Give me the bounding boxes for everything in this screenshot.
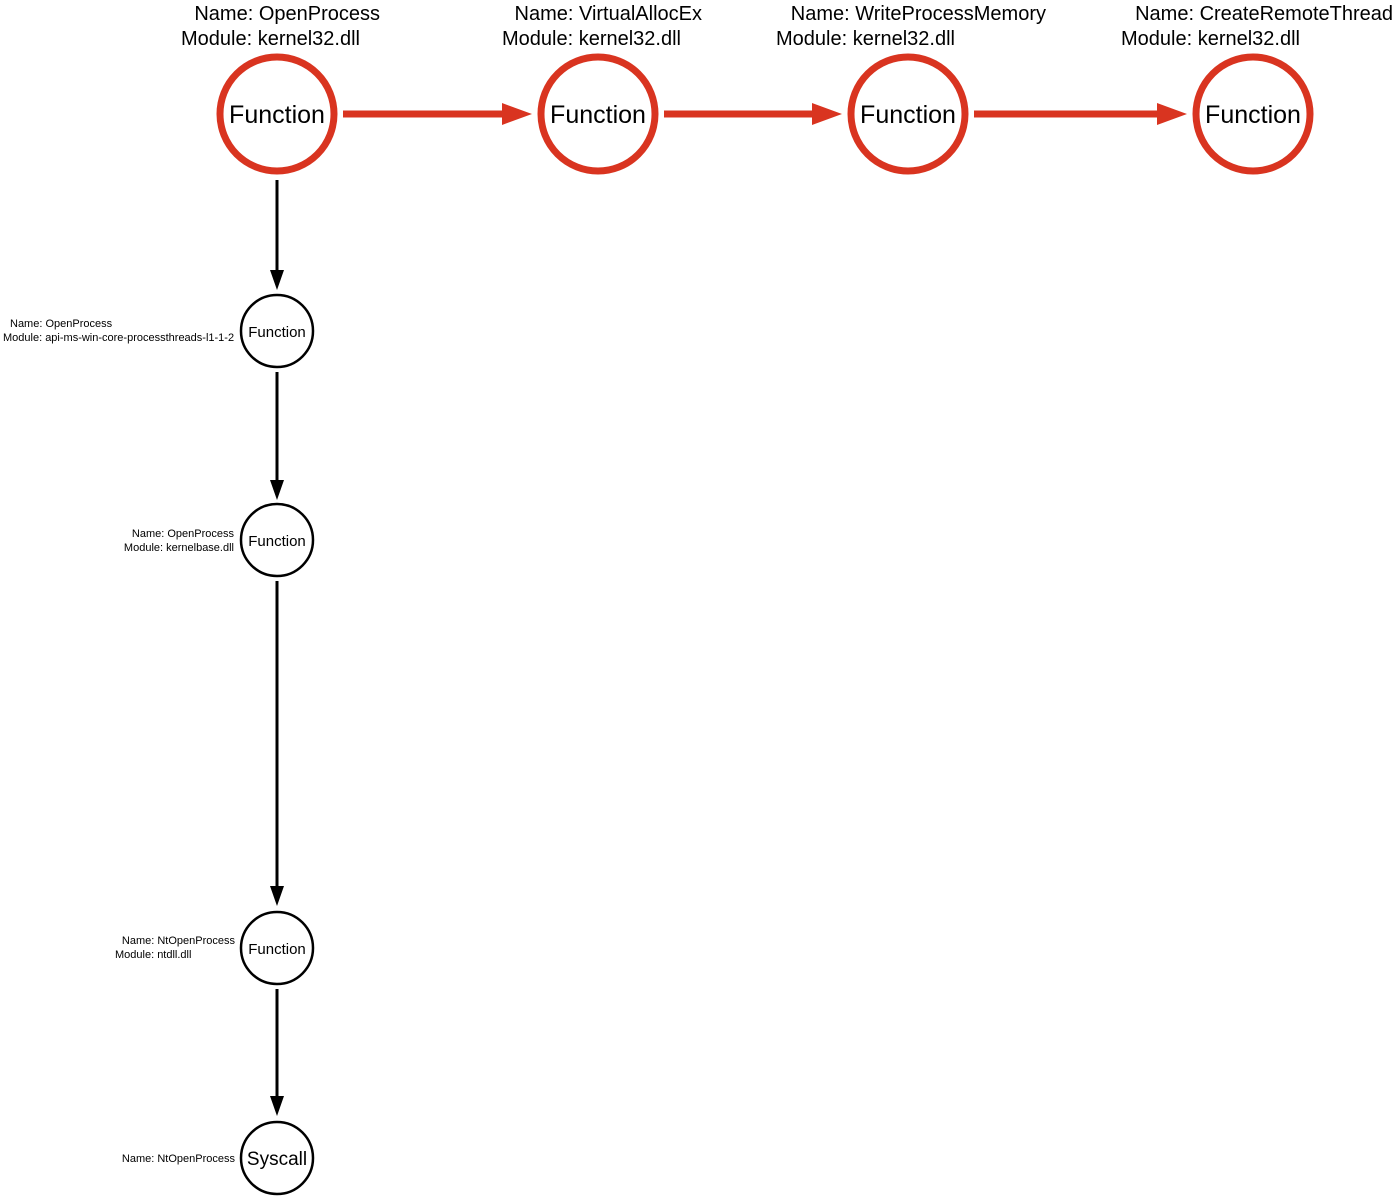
node-circle: [216, 53, 338, 175]
node-ntopenprocess-syscall: Syscall Name: NtOpenProcess: [122, 1120, 315, 1196]
edge-kernel32-to-apiset: [270, 180, 284, 290]
edge-virtualallocex-to-writeprocessmemory: [664, 103, 842, 125]
node-writeprocessmemory-kernel32: Function Name: WriteProcessMemory Module…: [776, 3, 1046, 175]
node-type-label: Syscall: [247, 1149, 307, 1170]
node-circle: [239, 910, 315, 986]
node-name-label: Name: OpenProcess: [10, 318, 113, 330]
node-name-label: Name: OpenProcess: [132, 528, 235, 540]
node-type-label: Function: [550, 101, 646, 129]
node-type-label: Function: [229, 101, 325, 129]
node-circle: [847, 53, 969, 175]
node-name-label: Name: OpenProcess: [194, 3, 380, 25]
node-module-label: Module: kernel32.dll: [1121, 28, 1300, 50]
node-circle: [1192, 53, 1314, 175]
node-ntopenprocess-ntdll: Function Name: NtOpenProcess Module: ntd…: [115, 910, 315, 986]
node-type-label: Function: [860, 101, 956, 129]
node-name-label: Name: WriteProcessMemory: [791, 3, 1046, 25]
node-module-label: Module: kernelbase.dll: [124, 542, 234, 554]
node-name-label: Name: VirtualAllocEx: [515, 3, 702, 25]
node-createremotethread-kernel32: Function Name: CreateRemoteThread Module…: [1121, 3, 1393, 175]
node-circle: [239, 293, 315, 369]
node-name-label: Name: NtOpenProcess: [122, 1153, 236, 1165]
node-module-label: Module: api-ms-win-core-processthreads-l…: [3, 332, 234, 344]
node-name-label: Name: NtOpenProcess: [122, 935, 236, 947]
node-circle: [239, 502, 315, 578]
node-circle: [537, 53, 659, 175]
node-type-label: Function: [248, 324, 306, 341]
node-openprocess-kernelbase: Function Name: OpenProcess Module: kerne…: [124, 502, 315, 578]
node-module-label: Module: ntdll.dll: [115, 949, 191, 961]
node-circle: [239, 1120, 315, 1196]
edge-ntdll-to-syscall: [270, 989, 284, 1116]
edge-kernelbase-to-ntdll: [270, 581, 284, 906]
node-virtualallocex-kernel32: Function Name: VirtualAllocEx Module: ke…: [502, 3, 702, 175]
node-module-label: Module: kernel32.dll: [776, 28, 955, 50]
node-openprocess-apiset: Function Name: OpenProcess Module: api-m…: [3, 293, 315, 369]
node-type-label: Function: [1205, 101, 1301, 129]
node-type-label: Function: [248, 533, 306, 550]
node-type-label: Function: [248, 941, 306, 958]
node-openprocess-kernel32: Function Name: OpenProcess Module: kerne…: [181, 3, 380, 175]
edge-writeprocessmemory-to-createremotethread: [974, 103, 1187, 125]
node-module-label: Module: kernel32.dll: [181, 28, 360, 50]
edge-apiset-to-kernelbase: [270, 372, 284, 500]
edge-openprocess-to-virtualallocex: [343, 103, 532, 125]
node-module-label: Module: kernel32.dll: [502, 28, 681, 50]
node-name-label: Name: CreateRemoteThread: [1135, 3, 1393, 25]
